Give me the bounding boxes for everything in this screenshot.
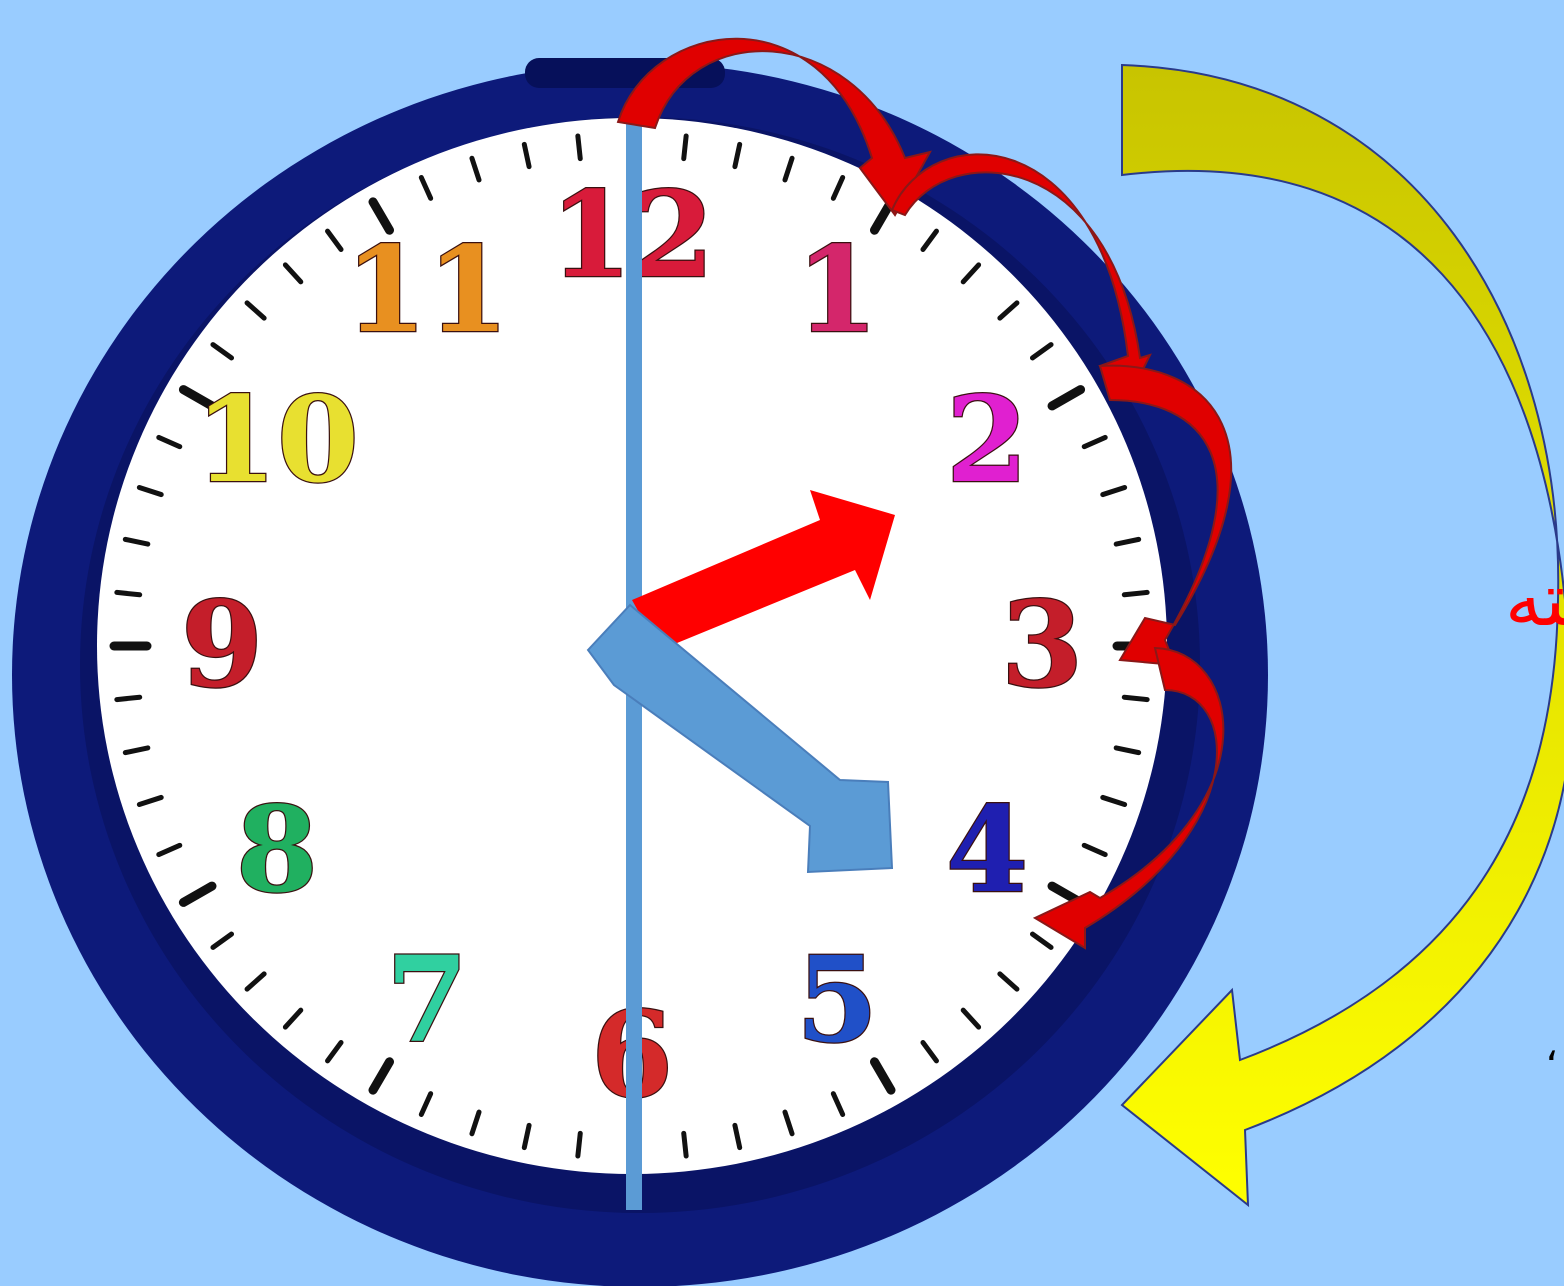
- numeral-5: 5: [796, 930, 878, 1069]
- numeral-8: 8: [236, 780, 318, 919]
- numeral-9: 9: [181, 575, 263, 714]
- numeral-1: 1: [796, 220, 878, 359]
- minor-tick: [578, 1133, 580, 1156]
- stray-comma-mark: ،: [1545, 1024, 1558, 1070]
- minor-tick: [117, 592, 140, 594]
- elapsed-label: گذشته: [1505, 557, 1564, 643]
- minor-tick: [684, 1133, 686, 1156]
- numeral-10: 10: [195, 370, 359, 509]
- numeral-3: 3: [1001, 575, 1083, 714]
- numeral-7: 7: [386, 930, 468, 1069]
- minor-tick: [1124, 697, 1147, 699]
- minor-tick: [684, 136, 686, 159]
- minor-tick: [117, 697, 140, 699]
- minor-tick: [578, 136, 580, 159]
- numeral-2: 2: [946, 370, 1028, 509]
- minor-tick: [1124, 592, 1147, 594]
- numeral-4: 4: [946, 780, 1028, 919]
- numeral-11: 11: [345, 220, 509, 359]
